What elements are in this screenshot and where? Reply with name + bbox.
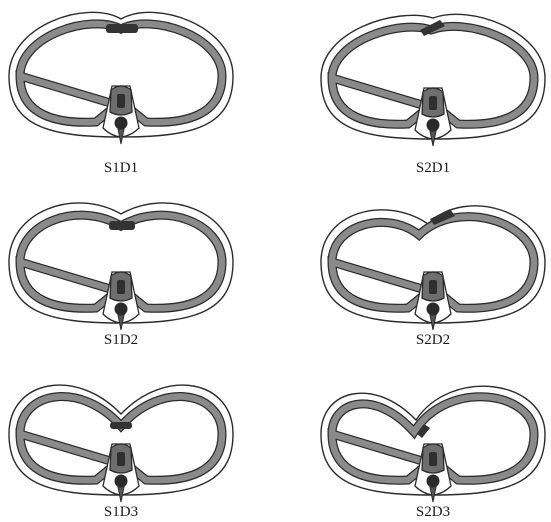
panel-s2d2 [321, 206, 545, 330]
panel-label-s1d3: S1D3 [104, 504, 138, 520]
panel-label-s1d1: S1D1 [104, 160, 138, 176]
panel-s2d3 [321, 386, 545, 502]
panel-s1d2 [9, 203, 233, 330]
spine-icon [415, 444, 451, 502]
spine-icon [103, 444, 139, 502]
spine-icon [415, 272, 451, 330]
spine-icon [103, 272, 139, 330]
panel-label-s1d2: S1D2 [104, 332, 138, 348]
panel-label-s2d2: S2D2 [416, 332, 450, 348]
panel-label-s2d3: S2D3 [416, 504, 450, 520]
panel-s2d1 [321, 14, 545, 146]
panel-s1d3 [9, 385, 233, 502]
panel-s1d1 [9, 12, 233, 144]
spine-icon [103, 86, 139, 144]
panel-label-s2d1: S2D1 [416, 160, 450, 176]
spine-icon [415, 88, 451, 146]
